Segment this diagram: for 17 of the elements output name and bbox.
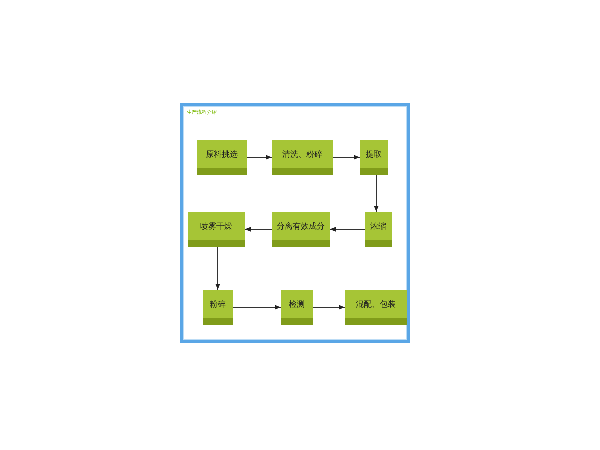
arrow: [246, 155, 272, 160]
process-box: 喷雾干燥: [188, 212, 245, 247]
process-box: 检测: [281, 290, 313, 325]
arrow: [312, 305, 346, 310]
process-box: 混配、包装: [345, 290, 407, 325]
arrow: [216, 246, 220, 290]
arrow: [232, 305, 282, 310]
arrow: [330, 227, 366, 232]
arrow: [374, 174, 379, 212]
arrow: [244, 227, 272, 232]
process-box: 粉碎: [203, 290, 233, 325]
process-box: 原料挑选: [197, 140, 247, 175]
process-box: 浓缩: [365, 212, 392, 247]
arrow: [332, 155, 360, 160]
process-box: 清洗、粉碎: [272, 140, 333, 175]
process-box: 分离有效成分: [272, 212, 330, 247]
process-box: 提取: [360, 140, 388, 175]
